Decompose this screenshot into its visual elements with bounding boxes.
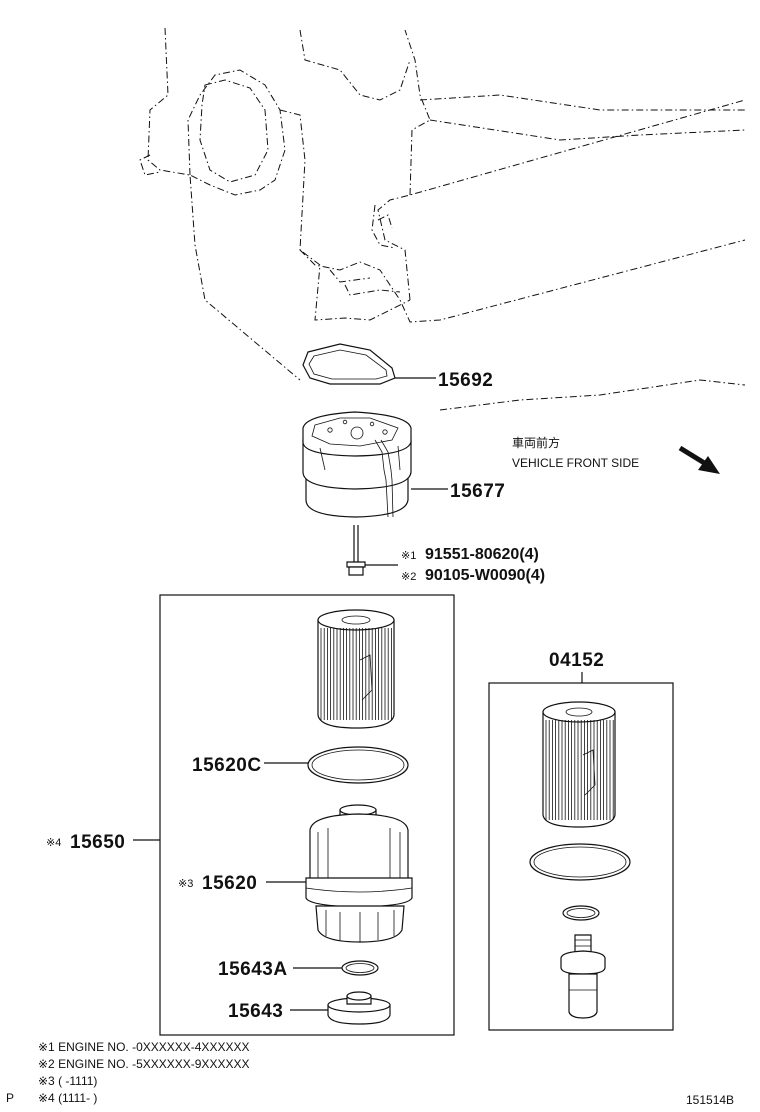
part-label-15643A[interactable]: 15643A [218, 959, 288, 980]
part-label-bolt1[interactable]: 91551-80620(4) [425, 546, 539, 563]
part-label-bolt2[interactable]: 90105-W0090(4) [425, 567, 545, 584]
part-15620-mark: ※3 [178, 878, 193, 890]
note-2: ※2 ENGINE NO. -5XXXXXX-9XXXXXX [38, 1057, 249, 1071]
diagram-reference-number: 151514B [686, 1093, 734, 1107]
part-label-15643[interactable]: 15643 [228, 1001, 283, 1022]
bolt[interactable] [346, 525, 398, 576]
part-label-15620[interactable]: 15620 [202, 873, 257, 894]
filter-cap-15620[interactable] [266, 804, 413, 943]
part-label-15677[interactable]: 15677 [450, 481, 505, 502]
footer-p: P [6, 1091, 14, 1105]
engine-block-outline [139, 27, 746, 411]
adapter-15677[interactable] [302, 411, 448, 518]
kit-drain-pipe [560, 934, 606, 1019]
part-label-15692[interactable]: 15692 [438, 370, 493, 391]
kit-o-ring-small [562, 905, 600, 921]
part-15650-mark: ※4 [46, 837, 61, 849]
o-ring-15620C[interactable] [264, 746, 409, 784]
note-3: ※3 ( -1111) [38, 1074, 97, 1088]
direction-en: VEHICLE FRONT SIDE [512, 456, 639, 470]
drain-plug-15643[interactable] [290, 991, 391, 1025]
front-arrow-icon [678, 445, 720, 474]
note-4: ※4 (1111- ) [38, 1091, 97, 1105]
assembly-box-15650 [159, 594, 455, 1036]
kit-o-ring-large [529, 843, 631, 881]
part-label-15620C[interactable]: 15620C [192, 755, 262, 776]
direction-jp: 車両前方 [512, 435, 560, 450]
o-ring-15643A[interactable] [293, 960, 379, 976]
filter-element-left[interactable] [317, 609, 395, 729]
bolt1-mark: ※1 [401, 550, 416, 562]
bolt2-mark: ※2 [401, 571, 416, 583]
filter-element-right[interactable] [542, 701, 616, 828]
gasket-15692[interactable] [302, 343, 436, 385]
part-label-04152[interactable]: 04152 [549, 650, 604, 671]
part-label-15650[interactable]: 15650 [70, 832, 125, 853]
kit-box-04152 [488, 682, 674, 1031]
note-1: ※1 ENGINE NO. -0XXXXXX-4XXXXXX [38, 1040, 249, 1054]
